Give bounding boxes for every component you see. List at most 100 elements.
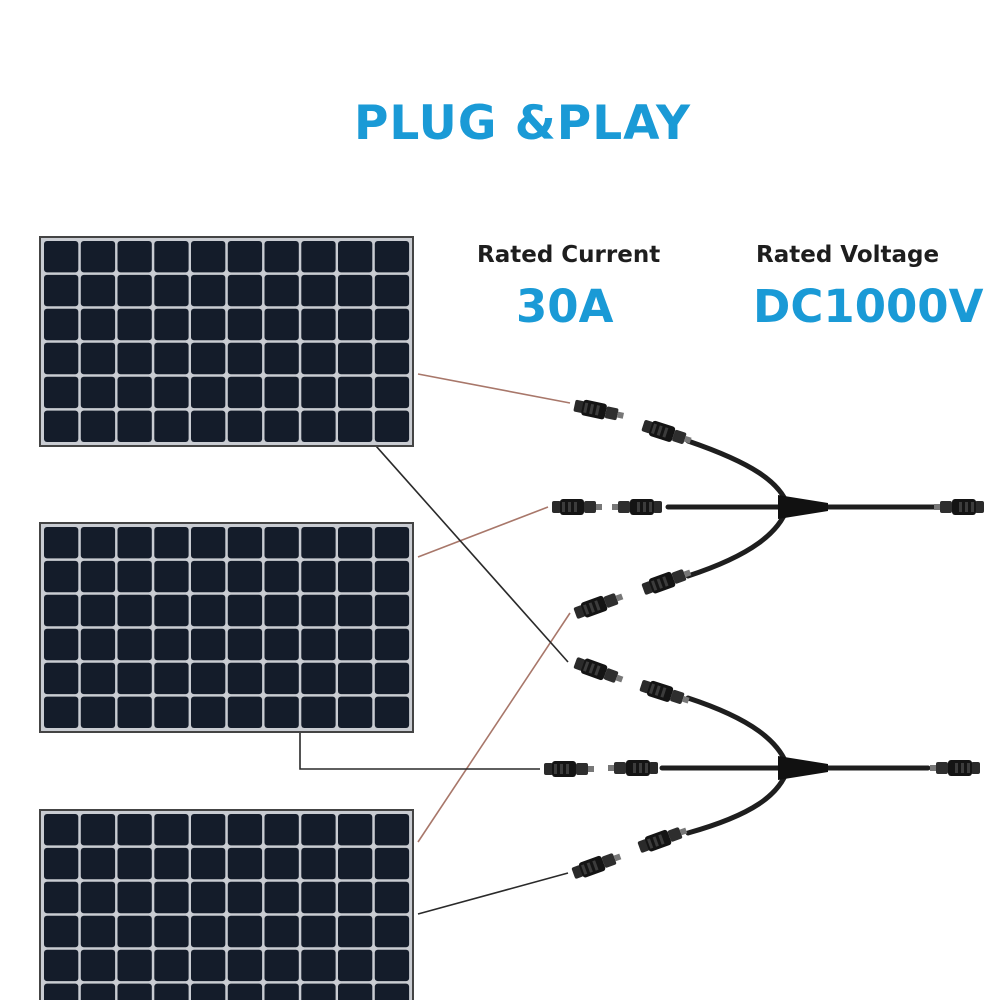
solar-cell [301, 696, 336, 728]
solar-cell [154, 308, 189, 341]
solar-cell [374, 241, 410, 273]
solar-cell [117, 628, 152, 661]
solar-cell [80, 983, 116, 1000]
wire-panel1-negative [375, 445, 569, 663]
solar-cell [117, 594, 152, 627]
mc4-connector-y2-output [930, 760, 980, 776]
wire-panel2-negative [299, 732, 540, 770]
solar-cell [374, 949, 410, 982]
mc4-connector-p2-female [544, 761, 594, 777]
solar-cell [117, 881, 152, 914]
solar-cell [264, 814, 299, 846]
solar-cell [154, 628, 189, 661]
solar-cell [264, 560, 299, 593]
solar-cell [191, 983, 226, 1000]
solar-cell [227, 881, 263, 914]
solar-cell [227, 410, 263, 442]
solar-cell [154, 847, 189, 880]
y-top-upper-arm [685, 438, 791, 509]
mc4-connector-y2-middle [608, 760, 658, 776]
solar-cell [374, 594, 410, 627]
solar-cell [374, 342, 410, 375]
mc4-connector-y1-output [934, 499, 984, 515]
solar-cell [374, 983, 410, 1000]
solar-cell [44, 342, 79, 375]
mc4-connector-y1-middle [612, 499, 662, 515]
y-branch-connector-top [778, 495, 828, 519]
mc4-connector-y2-upper [638, 677, 692, 709]
solar-cell [301, 814, 336, 846]
solar-cell [154, 662, 189, 695]
solar-cell [264, 241, 299, 273]
solar-cell [227, 376, 263, 409]
solar-cell [44, 881, 79, 914]
solar-cell [264, 915, 299, 948]
solar-cell [154, 342, 189, 375]
solar-cell [154, 983, 189, 1000]
solar-cell [117, 949, 152, 982]
solar-cell [264, 342, 299, 375]
mc4-connector-p3-female [570, 848, 624, 882]
solar-cell [80, 527, 116, 559]
solar-cell [44, 662, 79, 695]
rated-voltage-value: DC1000V [753, 280, 984, 333]
solar-cell [264, 410, 299, 442]
solar-cell [154, 560, 189, 593]
solar-cell [227, 814, 263, 846]
solar-panel-1 [39, 236, 414, 447]
solar-cell [264, 847, 299, 880]
solar-cell [338, 410, 373, 442]
solar-cell [338, 628, 373, 661]
solar-cell [227, 915, 263, 948]
solar-cell [80, 696, 116, 728]
solar-cell [191, 274, 226, 307]
solar-cell [301, 274, 336, 307]
solar-cell [191, 241, 226, 273]
solar-cell [44, 308, 79, 341]
solar-cell [44, 376, 79, 409]
solar-cell [301, 342, 336, 375]
solar-cell [338, 949, 373, 982]
solar-cell [44, 628, 79, 661]
solar-cell [227, 308, 263, 341]
solar-cell [338, 241, 373, 273]
solar-cell [227, 560, 263, 593]
solar-cell [227, 594, 263, 627]
wire-panel1-positive [417, 373, 571, 404]
solar-cell [301, 628, 336, 661]
solar-cell [80, 881, 116, 914]
solar-cell [301, 308, 336, 341]
solar-cell [154, 881, 189, 914]
y-branch-connector-bottom [778, 756, 828, 780]
solar-cell [154, 376, 189, 409]
solar-cell [117, 342, 152, 375]
solar-cell [227, 527, 263, 559]
solar-cell [264, 376, 299, 409]
solar-cell [80, 915, 116, 948]
solar-cell [227, 662, 263, 695]
solar-cell [154, 594, 189, 627]
solar-cell [191, 949, 226, 982]
solar-cell [191, 308, 226, 341]
wire-panel3-negative [417, 872, 569, 915]
solar-cell [338, 696, 373, 728]
solar-cell [154, 915, 189, 948]
solar-cell [44, 847, 79, 880]
wire-panel2-positive [417, 506, 549, 558]
mc4-connector-y1-upper [640, 417, 694, 449]
solar-cell [80, 560, 116, 593]
solar-cell [80, 342, 116, 375]
mc4-connector-p1-male [572, 397, 626, 424]
solar-cell [338, 594, 373, 627]
wire-panel3-positive [417, 612, 571, 843]
solar-cell [191, 410, 226, 442]
solar-cell [338, 847, 373, 880]
solar-cell [191, 628, 226, 661]
solar-cell [338, 560, 373, 593]
solar-cell [374, 376, 410, 409]
solar-cell [227, 847, 263, 880]
solar-cell [80, 814, 116, 846]
solar-cell [264, 274, 299, 307]
solar-cell [80, 241, 116, 273]
solar-cell [227, 628, 263, 661]
